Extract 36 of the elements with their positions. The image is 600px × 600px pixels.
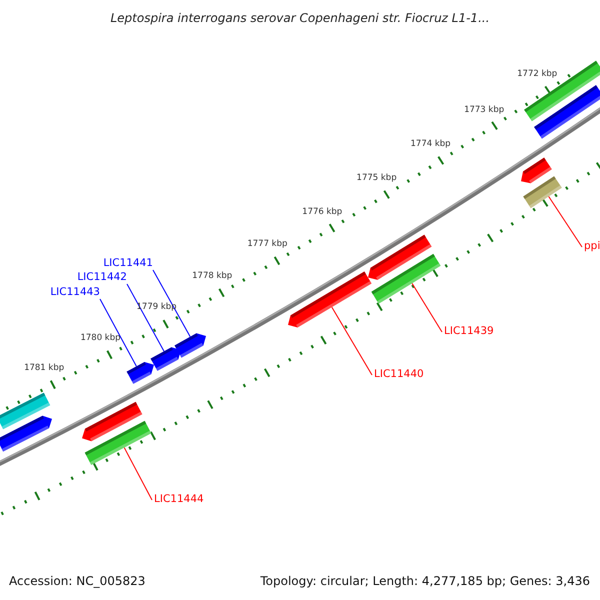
gene-label: LIC11442 — [77, 271, 127, 284]
scale-label: 1778 kbp — [192, 271, 232, 282]
title: Leptospira interrogans serovar Copenhageni str. Fiocruz L1-1... — [109, 11, 491, 25]
scale-label: 1777 kbp — [247, 239, 288, 250]
gene-bar — [174, 333, 206, 358]
gene-bar — [84, 420, 152, 465]
footer-text: Topology: circular; Length: 4,277,185 bp; Genes: 3,436 — [260, 574, 590, 588]
scale-label: 1773 kbp — [464, 104, 504, 115]
gene-bar — [288, 272, 372, 328]
gene-bar — [371, 254, 441, 304]
gene-label: ppi — [584, 240, 600, 253]
leader-line — [124, 447, 152, 500]
gene-bar — [523, 176, 562, 208]
scale-label: 1780 kbp — [80, 332, 121, 343]
gene-bar — [150, 347, 181, 371]
leader-line — [126, 284, 164, 352]
scale-label: 1775 kbp — [356, 173, 397, 184]
gene-bar — [126, 362, 154, 384]
gene-label: LIC11439 — [444, 325, 494, 338]
gene-label: LIC11444 — [154, 493, 204, 506]
gene-bar — [0, 416, 52, 452]
footer-text: Accession: NC_005823 — [9, 574, 146, 588]
scale-label: 1781 kbp — [24, 362, 64, 373]
gene-label: LIC11440 — [374, 368, 424, 381]
leader-line — [331, 306, 372, 376]
scale-label: 1772 kbp — [517, 69, 558, 80]
scale-label: 1774 kbp — [410, 139, 451, 150]
gene-label: LIC11441 — [103, 257, 153, 270]
leader-line — [152, 270, 191, 338]
gene-bar — [534, 85, 600, 139]
leader-line — [548, 196, 582, 248]
leader-line — [412, 282, 442, 332]
scale-label: 1776 kbp — [302, 206, 342, 217]
gene-bar — [521, 158, 552, 184]
gene-label: LIC11443 — [50, 286, 100, 299]
leader-line — [100, 298, 137, 367]
